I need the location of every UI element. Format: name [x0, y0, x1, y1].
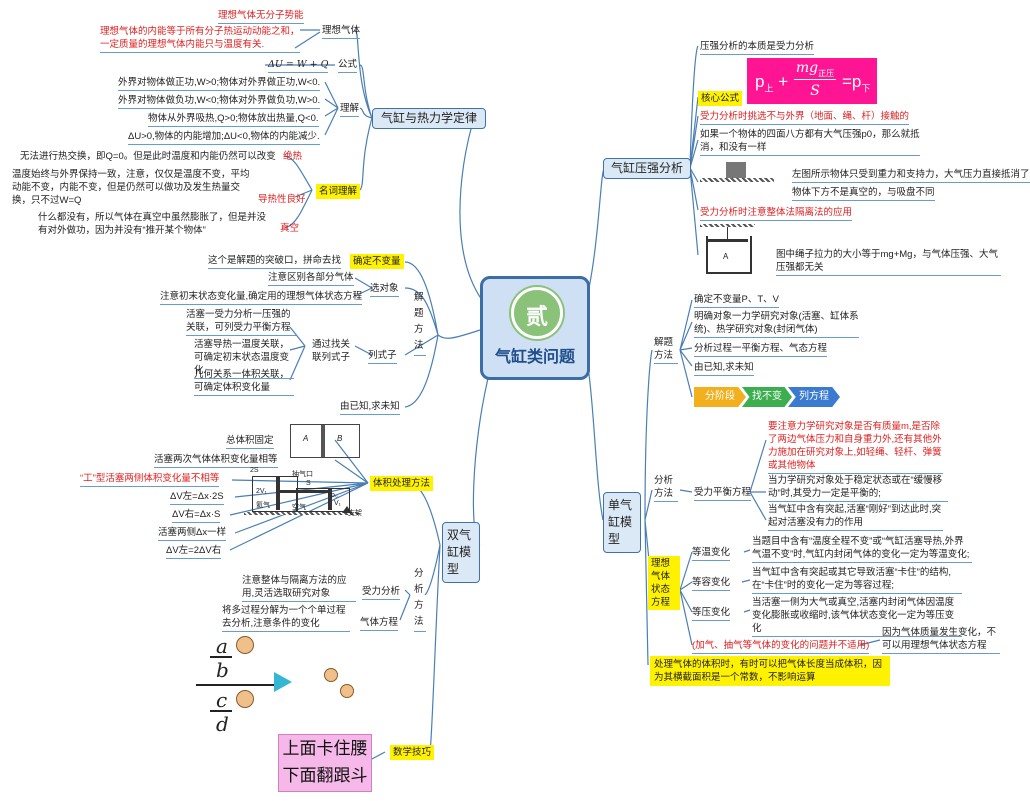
- single-method-item-4: 由已知,求未知: [694, 361, 754, 376]
- understand-item-1: 外界对物体做正功,W>0;物体对外界做正功,W<0.: [118, 76, 321, 91]
- volume-same-dx: 活塞两侧Δx一样: [158, 526, 227, 541]
- select-object-b: 注意初末状态变化量,确定用的理想气体状态方程: [160, 290, 363, 305]
- understand-label[interactable]: 理解: [340, 102, 360, 117]
- double-analysis-label[interactable]: 分析方法: [414, 566, 426, 632]
- terms-label[interactable]: 名词理解: [316, 184, 361, 199]
- equation-exception-reason: 因为气体质量发生变化，不可以用理想气体状态方程: [882, 626, 1000, 654]
- pressure-rule-4: 物体下方不是真空的，与吸盘不同: [792, 186, 935, 201]
- invariant-text: 这个是解题的突破口，拼命去找: [208, 254, 342, 269]
- branch-thermo[interactable]: 气缸与热力学定律: [372, 108, 487, 129]
- central-badge-icon: 贰: [511, 287, 563, 339]
- pressure-rule-1: 受力分析时挑选不与外界（地面、绳、杆）接触的: [700, 110, 910, 125]
- single-analysis-label[interactable]: 分析方法: [654, 474, 678, 502]
- central-title: 气缸类问题: [494, 349, 575, 366]
- isochoric-label[interactable]: 等容变化: [692, 576, 731, 591]
- force-note-1: 要注意力学研究对象是否有质量m,是否除了两边气体压力和自身重力外,还有其他外力施…: [768, 420, 943, 474]
- double-force-text: 注意整体与隔离方法的应用,灵活选取研究对象: [242, 574, 356, 602]
- core-formula: p上 + mg正压 S =p下: [747, 58, 877, 104]
- kid-bottom-icon: [236, 690, 254, 708]
- double-method-label[interactable]: 解题方法: [414, 290, 426, 356]
- equation-relation-label[interactable]: 通过找关联列式子: [312, 339, 351, 363]
- invariant-label[interactable]: 确定不变量: [350, 254, 404, 269]
- chevron-stage: 分阶段: [694, 387, 746, 407]
- understand-item-2: 外界对物体做负功,W<0;物体对外界做负功,W>0.: [118, 94, 321, 109]
- term-adiabatic-text: 无法进行热交换，即Q=0。但是此时温度和内能仍然可以改变: [20, 151, 276, 162]
- central-topic[interactable]: 贰 气缸类问题: [480, 276, 590, 380]
- term-adiabatic-tag: 绝热: [283, 151, 303, 162]
- understand-item-4: ΔU>0,物体的内能增加;ΔU<0,物体的内能减少.: [128, 130, 320, 145]
- math-tip-line-2: 下面翻跟斗: [282, 766, 368, 785]
- term-vacuum-text: 什么都没有，所以气体在真空中虽然膨胀了，但是并没有对外做功，因为并没有“推开某个…: [38, 212, 267, 236]
- volume-method-label[interactable]: 体积处理方法: [370, 476, 434, 491]
- math-tip-line-1: 上面卡住腰: [282, 739, 368, 758]
- term-vacuum-tag: 真空: [280, 223, 300, 234]
- isochoric-text: 当气缸中含有突起或其它导致活塞“卡住”的结构,在“卡住”时的变化一定为等容过程;: [752, 566, 962, 594]
- relation-volume: 几何关系一体积关联，可确定体积变化量: [194, 368, 294, 396]
- select-object-a: 注意区别各部分气体: [268, 271, 354, 286]
- pressure-essence: 压强分析的本质是受力分析: [700, 40, 815, 55]
- equation-exception: (加气、抽气等气体的变化的问题并不适用): [692, 639, 870, 654]
- single-method-label[interactable]: 解题方法: [654, 336, 678, 364]
- math-tip-box: 上面卡住腰 下面翻跟斗: [278, 734, 372, 792]
- fraction-illustration: a b c d: [196, 632, 376, 736]
- single-method-item-2: 明确对象一力学研究对象(活塞、缸体系统)、热学研究对象(封闭气体): [694, 310, 859, 338]
- branch-double-cylinder[interactable]: 双气缸模型: [442, 522, 480, 583]
- force-note-2: 当力学研究对象处于稳定状态或在“缓慢移动”时,其受力一定是平衡的;: [768, 474, 948, 502]
- double-known-to-unknown: 由已知,求未知: [340, 400, 400, 415]
- double-gas-label[interactable]: 气体方程: [360, 616, 399, 631]
- understand-item-3: 物体从外界吸热,Q>0;物体放出热量,Q<0.: [148, 112, 319, 127]
- kids-flip-icon: [324, 668, 354, 698]
- branch-pressure[interactable]: 气缸压强分析: [603, 158, 692, 179]
- formula-label[interactable]: 公式: [338, 58, 358, 73]
- pressure-rule-5: 受力分析时注意整体法隔离法的应用: [700, 206, 853, 221]
- select-object-label[interactable]: 选对象: [370, 282, 399, 297]
- two-chamber-figure: A B: [290, 424, 360, 458]
- arrow-right-icon: [274, 672, 292, 692]
- force-balance-label[interactable]: 受力平衡方程: [694, 486, 752, 501]
- pressure-rule-3: 左图所示物体只受到重力和支持力，大气压力直接抵消了: [792, 168, 1030, 183]
- volume-equal-change: 活塞两次气体体积变化量相等: [154, 453, 278, 468]
- kid-top-icon: [236, 636, 254, 654]
- double-force-label[interactable]: 受力分析: [362, 585, 401, 600]
- hanging-cylinder-figure: A: [700, 224, 755, 276]
- volume-left-eq: ΔV左=Δx·2S: [170, 490, 224, 505]
- isothermal-label[interactable]: 等温变化: [692, 546, 731, 561]
- chevron-invariant: 找不变: [742, 387, 792, 407]
- volume-right-eq: ΔV右=Δx·S: [172, 508, 221, 523]
- isobaric-text: 当活塞一侧为大气或真空,活塞内封闭气体因温度变化膨胀或收缩时,该气体状态变化一定…: [752, 596, 962, 637]
- ideal-gas-label[interactable]: 理想气体: [322, 24, 361, 39]
- pressure-rule-6: 图中绳子拉力的大小等于mg+Mg，与气体压强、大气压强都无关: [776, 248, 1001, 276]
- volume-note: 处理气体的体积时，有时可以把气体长度当成体积，因为其横截面积是一个常数，不影响运…: [650, 656, 890, 686]
- i-piston-figure: 2S 抽气口 S 氦气 空气 p₀ 支架 2V₁ V₁: [244, 466, 364, 520]
- chevron-equation: 列方程: [788, 387, 840, 407]
- pressure-rule-2: 如果一个物体的四面八方都有大气压强p0，那么就抵消，和没有一样: [700, 128, 920, 156]
- term-conductive-text: 温度始终与外界保持一致，注意，仅仅是温度不变，平均动能不变，内能不变，但是仍然可…: [12, 169, 250, 206]
- first-law-formula: ΔU = W + Q: [268, 58, 329, 73]
- single-method-item-3: 分析过程一平衡方程、气态方程: [694, 342, 828, 357]
- double-gas-text: 将多过程分解为一个个单过程去分析,注意条件的变化: [222, 604, 350, 632]
- math-skill-label[interactable]: 数学技巧: [390, 745, 435, 760]
- volume-fixed-total: 总体积固定: [226, 434, 274, 449]
- relation-temperature: 活塞导热一温度关联，可确定初末状态温度变化: [194, 338, 294, 379]
- core-formula-label[interactable]: 核心公式: [698, 91, 743, 106]
- isothermal-text: 当题目中含有“温度全程不变”或“气缸活塞导热,外界气温不变”时,气缸内封闭气体的…: [752, 535, 972, 563]
- volume-ratio: ΔV左=2ΔV右: [166, 544, 222, 559]
- relation-pressure: 活塞一受力分析一压强的关联，可列受力平衡方程: [186, 308, 296, 336]
- single-method-item-1: 确定不变量P、T、V: [694, 293, 779, 308]
- term-conductive-tag: 导热性良好: [258, 194, 306, 205]
- equation-list-label[interactable]: 列式子: [368, 349, 397, 364]
- branch-single-cylinder[interactable]: 单气缸模型: [603, 492, 641, 553]
- gas-equation-label[interactable]: 理想气体状态方程: [648, 556, 680, 610]
- ideal-gas-note-a: 理想气体无分子势能: [218, 9, 304, 24]
- ideal-gas-note-b: 理想气体的内能等于所有分子热运动动能之和，一定质量的理想气体内能只与温度有关.: [100, 25, 300, 53]
- isobaric-label[interactable]: 等压变化: [692, 606, 731, 621]
- block-figure: [700, 160, 774, 186]
- volume-i-piston: “工”型活塞两侧体积变化量不相等: [80, 472, 220, 487]
- force-note-3: 当气缸中含有突起,活塞“刚好”到达此时,突起对活塞没有力的作用: [768, 503, 943, 531]
